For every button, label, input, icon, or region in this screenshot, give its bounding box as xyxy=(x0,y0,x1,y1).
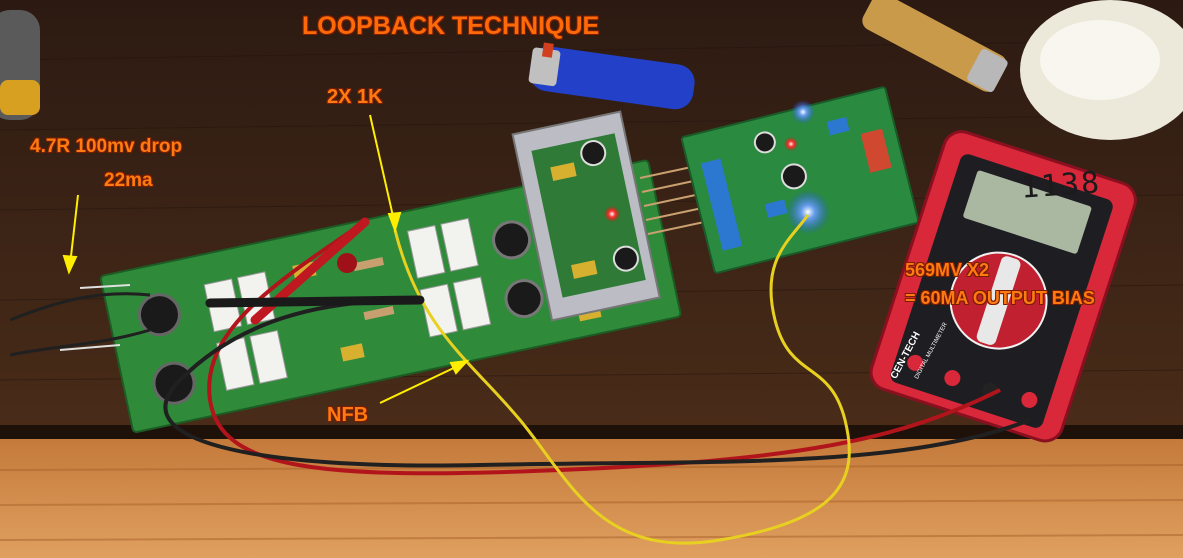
drop-annotation: 4.7R 100mv drop xyxy=(30,136,183,157)
nfb-annotation: NFB xyxy=(327,404,369,426)
bias-line-2: = 60MA OUTPUT BIAS xyxy=(905,288,1095,308)
title-annotation: LOOPBACK TECHNIQUE xyxy=(302,12,600,40)
resistor-annotation: 2X 1K xyxy=(327,86,383,108)
bias-line-1: 569MV X2 xyxy=(905,260,990,280)
multimeter-reading: 1138 xyxy=(1019,165,1103,206)
current-annotation: 22ma xyxy=(104,170,153,191)
bias-annotation: 569MV X2 = 60MA OUTPUT BIAS xyxy=(905,256,1095,312)
